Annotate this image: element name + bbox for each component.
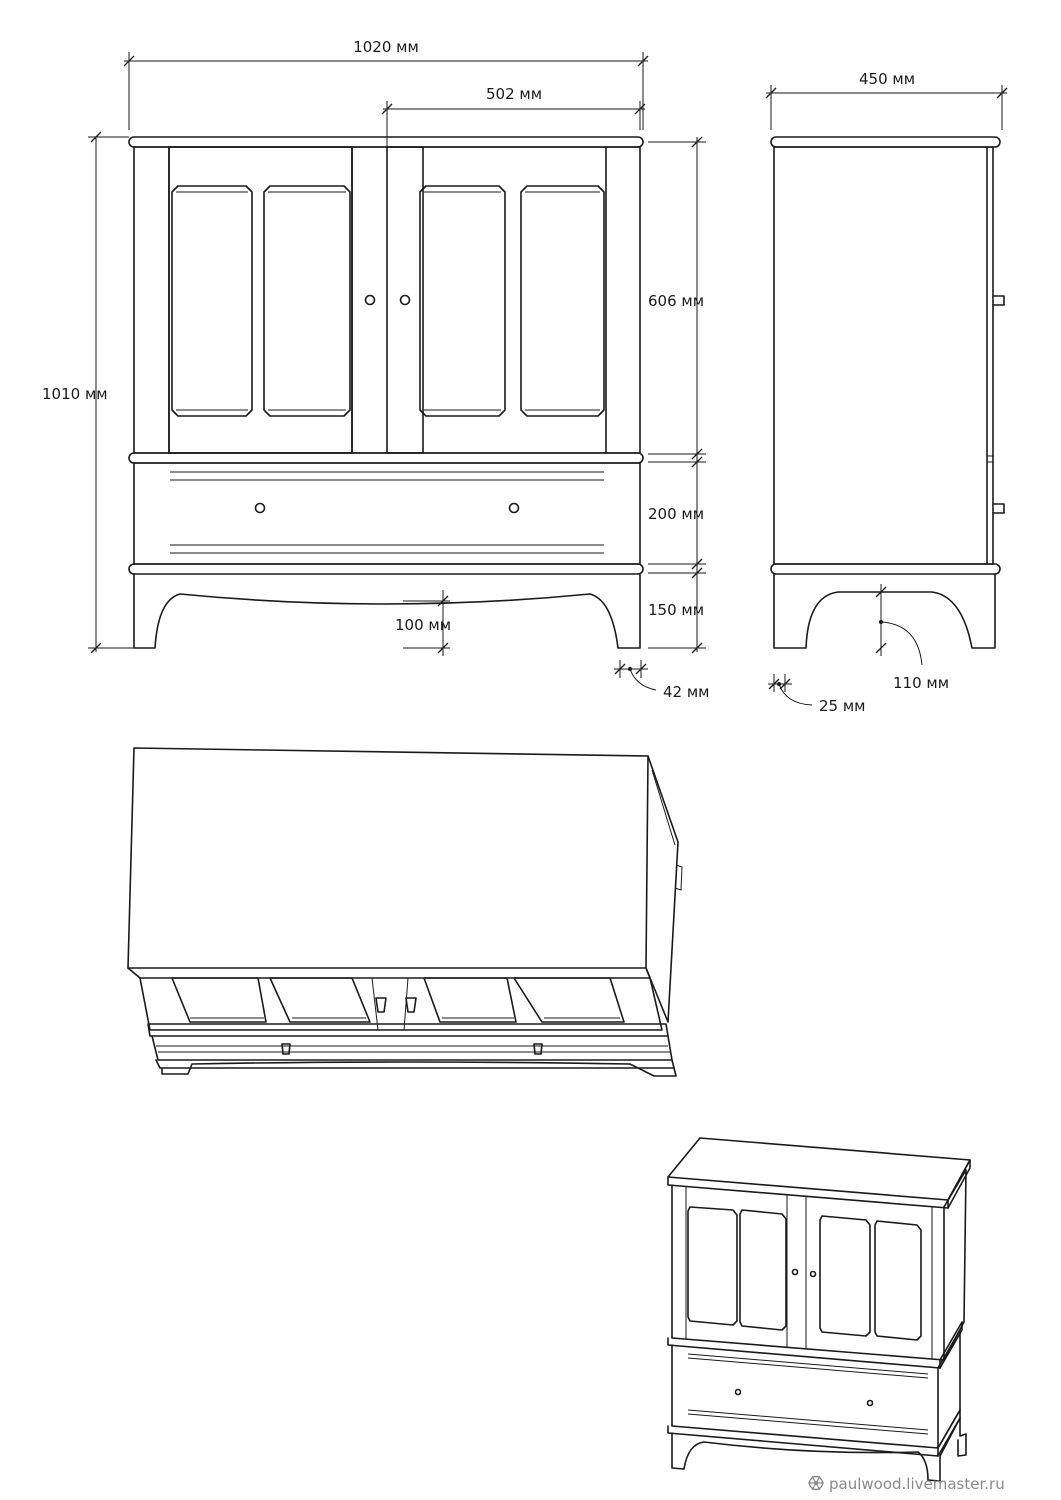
front-view: 1020 мм 502 мм 1010 мм xyxy=(42,38,710,701)
watermark-text: paulwood.livemaster.ru xyxy=(829,1475,1005,1493)
dim-overall-height: 1010 мм xyxy=(42,131,134,654)
side-panel xyxy=(773,146,994,565)
perspective-right-side xyxy=(645,755,679,1023)
front-drawer xyxy=(133,462,641,565)
front-panels xyxy=(171,185,605,417)
isometric-view xyxy=(667,1137,971,1482)
dim-apron-height: 100 мм xyxy=(395,590,451,656)
iso-knob-left-icon xyxy=(791,1268,799,1276)
front-bottom-rail xyxy=(128,563,644,575)
perspective-knob-right-icon xyxy=(405,997,417,1013)
dim-side-leg-width: 25 мм xyxy=(768,674,866,715)
dim-label-apron-height: 100 мм xyxy=(395,616,451,634)
center-mullion xyxy=(386,146,424,454)
iso-base-legs xyxy=(671,1432,941,1482)
perspective-door-panels xyxy=(171,977,625,1031)
dim-label-overall-width: 1020 мм xyxy=(353,38,419,56)
front-base-legs xyxy=(133,573,641,649)
dim-front-leg-width: 42 мм xyxy=(614,660,710,701)
front-middle-rail xyxy=(128,452,644,464)
left-door xyxy=(168,146,353,454)
dim-label-base-height: 150 мм xyxy=(648,601,704,619)
perspective-knob-left-icon xyxy=(375,997,387,1013)
dim-label-side-depth: 450 мм xyxy=(859,70,915,88)
dim-label-overall-height: 1010 мм xyxy=(42,385,108,403)
dim-label-upper-height: 606 мм xyxy=(648,292,704,310)
iso-drawer-knob-right-icon xyxy=(866,1399,874,1407)
iso-drawer-knob-left-icon xyxy=(734,1388,742,1396)
dim-side-depth: 450 мм xyxy=(765,70,1008,130)
drawer-knob-right-icon xyxy=(508,502,520,514)
dim-label-door-width: 502 мм xyxy=(486,85,542,103)
iso-door-panels xyxy=(687,1206,922,1341)
dim-label-side-leg-width: 25 мм xyxy=(819,697,866,715)
dim-label-drawer-height: 200 мм xyxy=(648,505,704,523)
side-view: 450 мм 110 мм 25 мм xyxy=(765,70,1008,715)
dim-vertical-stack: 606 мм 200 мм 150 мм xyxy=(648,136,706,654)
watermark: paulwood.livemaster.ru xyxy=(808,1475,1005,1493)
iso-top xyxy=(667,1137,971,1201)
dim-label-side-leg-height: 110 мм xyxy=(893,674,949,692)
drawer-knob-left-icon xyxy=(254,502,266,514)
iso-knob-right-icon xyxy=(809,1270,817,1278)
dim-label-front-leg-width: 42 мм xyxy=(663,683,710,701)
dim-side-leg-height: 110 мм xyxy=(875,584,949,692)
side-door-knob-icon xyxy=(992,295,1005,306)
side-bottom-rail xyxy=(770,563,1001,575)
side-drawer-knob-icon xyxy=(992,503,1005,514)
dim-door-width: 502 мм xyxy=(381,85,646,152)
perspective-base xyxy=(161,1061,677,1077)
right-door-knob-icon xyxy=(399,294,411,306)
snowflake-icon xyxy=(808,1475,824,1491)
perspective-top-surface xyxy=(127,747,649,969)
dim-overall-width: 1020 мм xyxy=(123,38,649,130)
top-perspective-view xyxy=(127,747,683,1077)
side-top-board xyxy=(770,136,1001,148)
side-base-legs xyxy=(773,573,996,649)
left-door-knob-icon xyxy=(364,294,376,306)
front-top-board xyxy=(128,136,644,148)
